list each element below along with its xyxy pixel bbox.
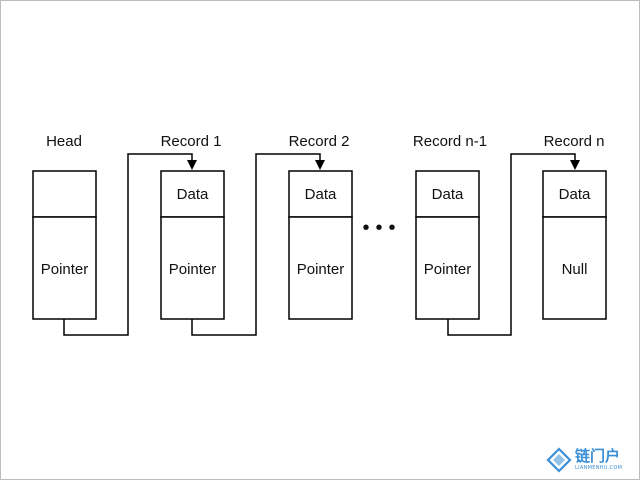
node-top-label: Data [177, 186, 209, 203]
node-top-label: Data [305, 186, 337, 203]
node-bottom-label: Null [562, 261, 588, 278]
pointer-link-record-n-minus-1-to-record-n [447, 153, 580, 336]
node-top-cell [32, 170, 97, 218]
node-record-n-minus-1: Record n-1 Data Pointer [413, 133, 487, 320]
node-top-label: Data [559, 186, 591, 203]
node-record-n: Record n Data Null [542, 133, 607, 320]
pointer-link-head-to-record-1 [63, 153, 197, 336]
node-bottom-cell [542, 216, 607, 320]
pointer-links [63, 153, 580, 336]
node-bottom-label: Pointer [297, 261, 345, 278]
watermark-subtext: LIANMENHU.COM [575, 465, 623, 471]
node-top-cell [415, 170, 480, 218]
watermark-text: 链门户 [575, 447, 621, 465]
pointer-link-record-1-to-record-2 [191, 153, 325, 336]
node-bottom-label: Pointer [41, 261, 89, 278]
watermark: 链门户 LIANMENHU.COM [546, 446, 630, 474]
ellipsis: ••• [362, 217, 401, 239]
node-top-label: Data [432, 186, 464, 203]
diamond-logo-icon [546, 447, 572, 473]
node-title: Record n [544, 133, 605, 150]
node-bottom-label: Pointer [169, 261, 217, 278]
node-title: Record 1 [161, 133, 222, 150]
node-top-cell [160, 170, 225, 218]
node-title: Head [46, 133, 82, 150]
node-bottom-label: Pointer [424, 261, 472, 278]
node-bottom-cell [415, 216, 480, 320]
node-top-cell [288, 170, 353, 218]
node-head: Head Pointer [32, 133, 97, 320]
node-top-cell [542, 170, 607, 218]
node-bottom-cell [288, 216, 353, 320]
node-title: Record 2 [289, 133, 350, 150]
node-title: Record n-1 [413, 133, 487, 150]
node-record-2: Record 2 Data Pointer [288, 133, 353, 320]
